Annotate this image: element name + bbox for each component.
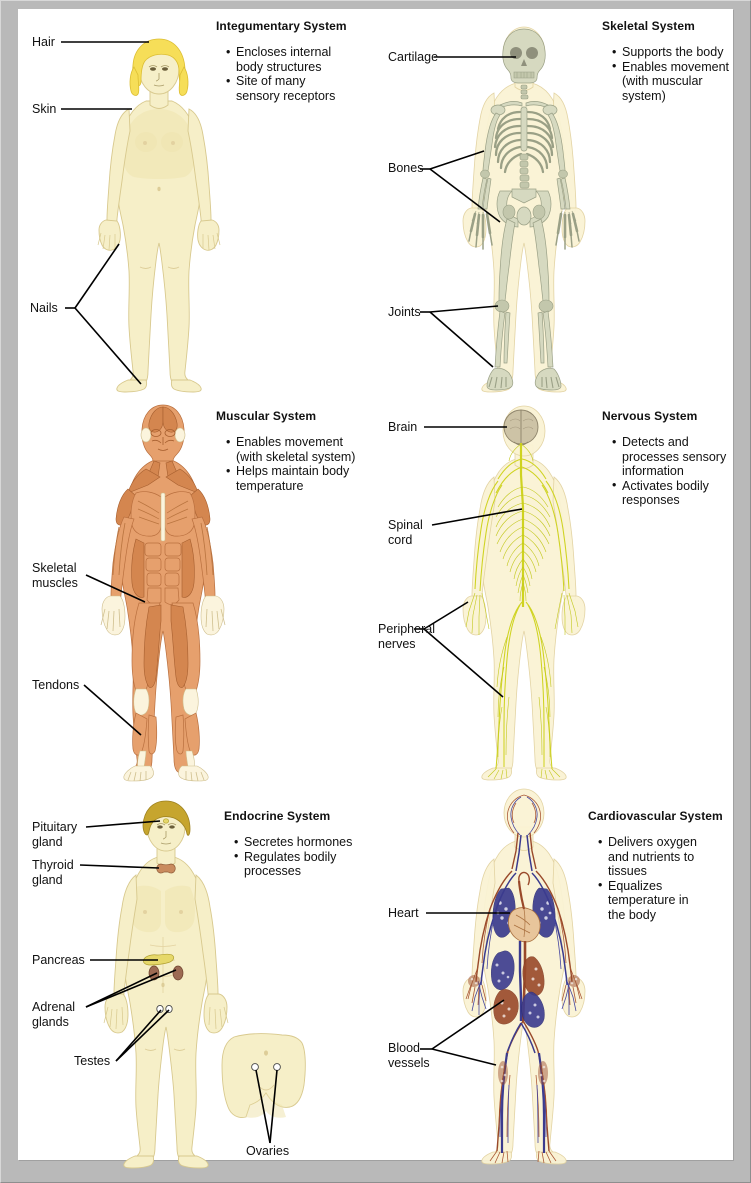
panel-title-muscular: Muscular System [216,409,317,423]
label-thyroid-gland: Thyroid gland [32,858,74,887]
leader-testes-b [115,1009,170,1062]
leader-peripheral-nerves-b [423,628,504,698]
leader-blood-vessels-b [431,1048,497,1066]
female-body-silhouette [97,38,221,393]
bullet-item: Delivers oxygen and nutrients to tissues [598,835,728,879]
bullet-item: Activates bodily responses [612,478,742,508]
leader-spinal-cord [431,508,523,526]
cardiovascular-figure-art [420,788,586,1165]
panel-endocrine-system: Endocrine System Secretes hormones Regul… [18,785,376,1169]
label-ovaries: Ovaries [246,1144,290,1158]
bullet-item: Detects and processes sensory informatio… [612,435,742,479]
male-skeleton [462,26,586,393]
thyroid-gland [156,863,176,874]
leader-nails-b [74,307,142,385]
leader-tendons [83,684,142,736]
bullet-item: Enables movement (with muscular system) [612,59,732,104]
label-cartilage: Cartilage [388,50,439,64]
panel-integumentary-system: Integumentary System Encloses internal b… [18,9,376,397]
bullet-list-nervous: Detects and processes sensory informatio… [612,435,742,508]
leader-bones-a [429,150,485,170]
male-musculature [100,404,226,782]
bullet-item: Helps maintain body temperature [226,464,376,493]
skeletal-figure-art [420,26,586,393]
male-endocrine-body [103,800,229,1169]
heart-organ [508,907,541,943]
figure-sheet: Integumentary System Encloses internal b… [18,9,733,1169]
endocrine-figure-art [79,800,306,1169]
pituitary-gland [163,818,169,824]
bullet-list-muscular: Enables movement (with skeletal system) … [226,434,376,493]
leader-skeletal-muscles [85,574,146,603]
label-adrenal-glands: Adrenal glands [32,1000,76,1029]
bullet-item: Enables movement (with skeletal system) [226,434,376,464]
label-hair: Hair [32,35,55,49]
label-joints: Joints [388,305,421,319]
male-nerves [462,405,586,781]
male-vasculature [462,788,586,1165]
label-brain: Brain [388,420,418,434]
bullet-item: Site of many sensory receptors [226,74,366,103]
bullet-item: Equalizes temperature in the body [598,878,728,923]
leader-peripheral-nerves-a [423,601,469,630]
label-skeletal-muscles: Skeletal muscles [32,561,78,590]
label-blood-vessels: Blood vessels [388,1041,430,1070]
panel-skeletal-system: Skeletal System Supports the body Enable… [376,9,733,397]
pancreas [143,953,175,966]
label-pituitary-gland: Pituitary gland [32,820,78,849]
leader-thyroid [79,864,160,869]
leader-testes-a [115,1009,162,1062]
label-tendons: Tendons [32,678,80,692]
label-testes: Testes [74,1054,111,1068]
leader-bones-b [429,168,501,223]
leader-ovaries-b [269,1069,278,1144]
panel-title-nervous: Nervous System [602,409,698,423]
label-skin: Skin [32,102,57,116]
label-pancreas: Pancreas [32,953,85,967]
panel-title-integumentary: Integumentary System [216,19,347,33]
leader-blood-vessels-a [431,999,505,1050]
bullet-item: Encloses internal body structures [226,44,366,74]
bullet-list-endocrine: Secretes hormones Regulates bodily proce… [234,835,384,879]
panel-title-endocrine: Endocrine System [224,809,331,823]
leader-joints-a [429,305,499,313]
muscular-figure-art [83,404,226,782]
testis-left [156,1004,164,1014]
integumentary-figure-art [61,38,221,393]
bullet-list-cardiovascular: Delivers oxygen and nutrients to tissues… [598,835,728,923]
bullet-list-integumentary: Encloses internal body structures Site o… [226,44,366,103]
leader-adrenal-b [85,972,158,1008]
leader-joints-b [429,311,494,368]
label-heart: Heart [388,906,419,920]
label-bones: Bones [388,161,424,175]
adrenal-gland-right [172,965,184,981]
female-pelvis-inset [221,1033,306,1118]
leader-nails-a [74,243,120,309]
leader-adrenal-a [85,969,177,1008]
nervous-figure-art [414,405,586,781]
bullet-item: Secretes hormones [234,835,384,850]
panel-cardiovascular-system: Cardiovascular System Delivers oxygen an… [376,785,733,1165]
panel-nervous-system: Nervous System Detects and processes sen… [376,397,733,785]
panel-title-skeletal: Skeletal System [602,19,695,33]
ovary-left [251,1063,259,1071]
bullet-item: Regulates bodily processes [234,849,384,879]
label-peripheral-nerves: Peripheral nerves [378,622,435,651]
leader-ovaries-a [255,1069,271,1144]
label-spinal-cord: Spinal cord [388,518,423,547]
panel-title-cardiovascular: Cardiovascular System [588,809,723,823]
label-nails: Nails [30,301,58,315]
leader-pituitary [85,820,161,828]
ovary-right [273,1063,281,1071]
bullet-list-skeletal: Supports the body Enables movement (with… [612,45,732,103]
bullet-item: Supports the body [612,45,732,60]
panel-muscular-system: Muscular System Enables movement (with s… [18,397,376,785]
